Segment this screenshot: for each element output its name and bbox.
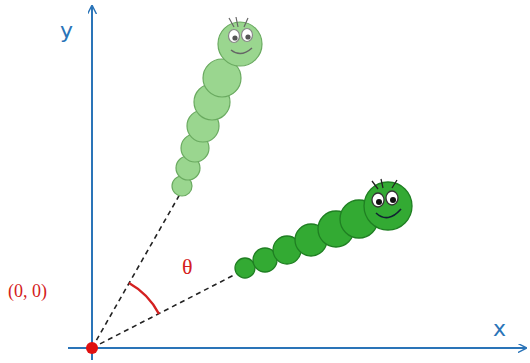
angle-arc (129, 283, 159, 314)
x-axis (68, 347, 526, 349)
caterpillar-rotated (172, 17, 262, 196)
angle-label: θ (182, 256, 193, 278)
y-axis (91, 6, 93, 360)
caterpillar-original (235, 179, 412, 278)
ray-line (92, 274, 236, 348)
axis-label: y (60, 20, 73, 42)
origin-label: (0, 0) (8, 282, 47, 300)
axis-label: x (493, 318, 506, 340)
origin-dot (86, 342, 98, 354)
